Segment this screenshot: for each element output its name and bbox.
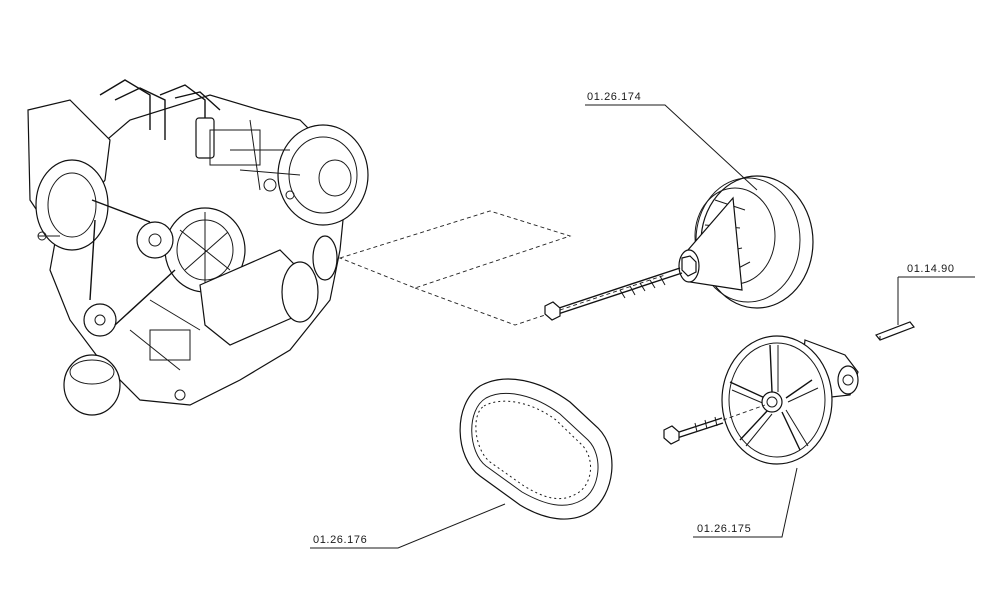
driven-pulley-assembly [663, 335, 859, 465]
part-number-label: 01.26.174 [587, 91, 641, 103]
callout-drive-belt: 01.26.176 [310, 503, 506, 549]
part-number-label: 01.26.175 [697, 523, 751, 535]
callout-key-pin: 01.14.90 [897, 263, 975, 325]
key-pin [875, 321, 915, 341]
part-number-label: 01.26.176 [313, 534, 367, 546]
drive-belt [459, 378, 613, 520]
phantom-alignment-outline [338, 210, 666, 326]
callout-drive-pulley: 01.26.174 [585, 91, 758, 191]
drive-pulley-assembly [544, 175, 814, 321]
part-number-label: 01.14.90 [907, 263, 955, 275]
callout-driven-pulley: 01.26.175 [693, 467, 798, 538]
engine-assembly [27, 79, 369, 416]
